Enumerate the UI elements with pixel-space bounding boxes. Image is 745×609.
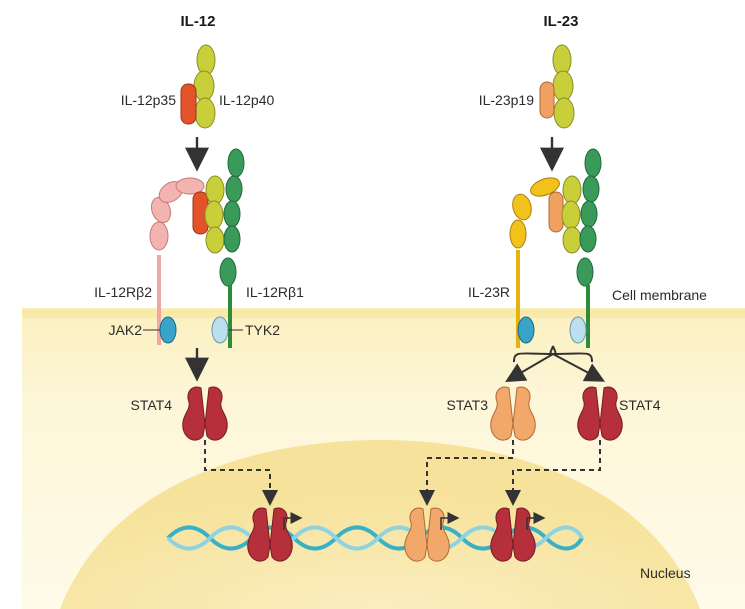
- il12rb2-label: IL-12Rβ2: [94, 284, 152, 300]
- dashed-arrow-icon: [419, 440, 514, 506]
- il12rb2-domain: [149, 221, 169, 251]
- il12-p40-domain: [194, 97, 216, 129]
- arrow-left-icon: [505, 353, 554, 383]
- il12rb2-domain: [175, 177, 205, 195]
- cell-membrane-band: [22, 308, 745, 318]
- il23-stat3-label: STAT3: [447, 397, 489, 413]
- tyk2-kinase: [211, 316, 229, 344]
- jak2-kinase: [517, 316, 535, 344]
- il23-cytokine: [539, 44, 575, 129]
- brace-icon: [513, 345, 593, 363]
- il12rb1-domain: [223, 225, 241, 253]
- il12-p40-bound: [205, 175, 225, 205]
- il12rb1-domain: [580, 200, 598, 228]
- il12-cytokine: [180, 44, 216, 129]
- il23-p19-bound: [548, 191, 564, 233]
- il23-stat4-label: STAT4: [619, 397, 661, 413]
- il23r-label: IL-23R: [468, 284, 510, 300]
- il23-p40-bound: [561, 200, 581, 230]
- il23r-domain: [530, 177, 560, 197]
- cell-membrane-label: Cell membrane: [612, 287, 707, 303]
- il23r-domain: [512, 193, 532, 221]
- il12rb1-domain: [219, 257, 237, 287]
- il23-title: IL-23: [543, 13, 578, 30]
- il12rb1-domain: [576, 257, 594, 287]
- transcription-start-icon: [526, 512, 546, 530]
- il23-p40-domain: [552, 70, 574, 102]
- il12-p40-domain: [196, 44, 216, 76]
- il23-p40-domain: [552, 44, 572, 76]
- il23-p19-label: IL-23p19: [479, 92, 534, 108]
- tyk2-kinase: [569, 316, 587, 344]
- il23-p40-bound: [562, 226, 582, 254]
- il12rb1-domain: [584, 148, 602, 178]
- il12-receptor-complex: [149, 148, 245, 348]
- il12rb1-domain: [223, 200, 241, 228]
- il12-stat4-label: STAT4: [131, 397, 173, 413]
- il12-title: IL-12: [180, 13, 215, 30]
- il12-p35-subunit: [180, 83, 197, 125]
- il23-p40-bound: [562, 175, 582, 205]
- il12rb1-domain: [582, 175, 600, 203]
- jak2-kinase: [159, 316, 177, 344]
- il12-p40-bound: [204, 200, 224, 230]
- il12rb1-label: IL-12Rβ1: [246, 284, 304, 300]
- nucleus-region: [60, 440, 700, 609]
- il12rb1-domain: [225, 175, 243, 203]
- nucleus-label: Nucleus: [640, 565, 691, 581]
- transcription-start-icon: [440, 512, 460, 530]
- il12-p40-label: IL-12p40: [219, 92, 274, 108]
- il23-p19-subunit: [539, 81, 555, 119]
- dashed-arrow-icon: [505, 440, 601, 506]
- il23-receptor-complex: [509, 148, 602, 348]
- il23-p40-domain: [553, 97, 575, 129]
- il12-p40-domain: [193, 70, 215, 102]
- il12rb1-domain: [579, 225, 597, 253]
- arrow-right-icon: [552, 353, 606, 382]
- il12-p35-label: IL-12p35: [121, 92, 176, 108]
- il12rb1-domain: [227, 148, 245, 178]
- il23r-domain: [509, 219, 527, 249]
- jak2-label: JAK2: [109, 322, 143, 338]
- tyk2-label: TYK2: [245, 322, 280, 338]
- il12-p40-bound: [205, 226, 225, 254]
- il12rb2-domain: [150, 196, 172, 224]
- transcription-start-icon: [283, 512, 303, 530]
- dashed-arrow-icon: [204, 440, 278, 506]
